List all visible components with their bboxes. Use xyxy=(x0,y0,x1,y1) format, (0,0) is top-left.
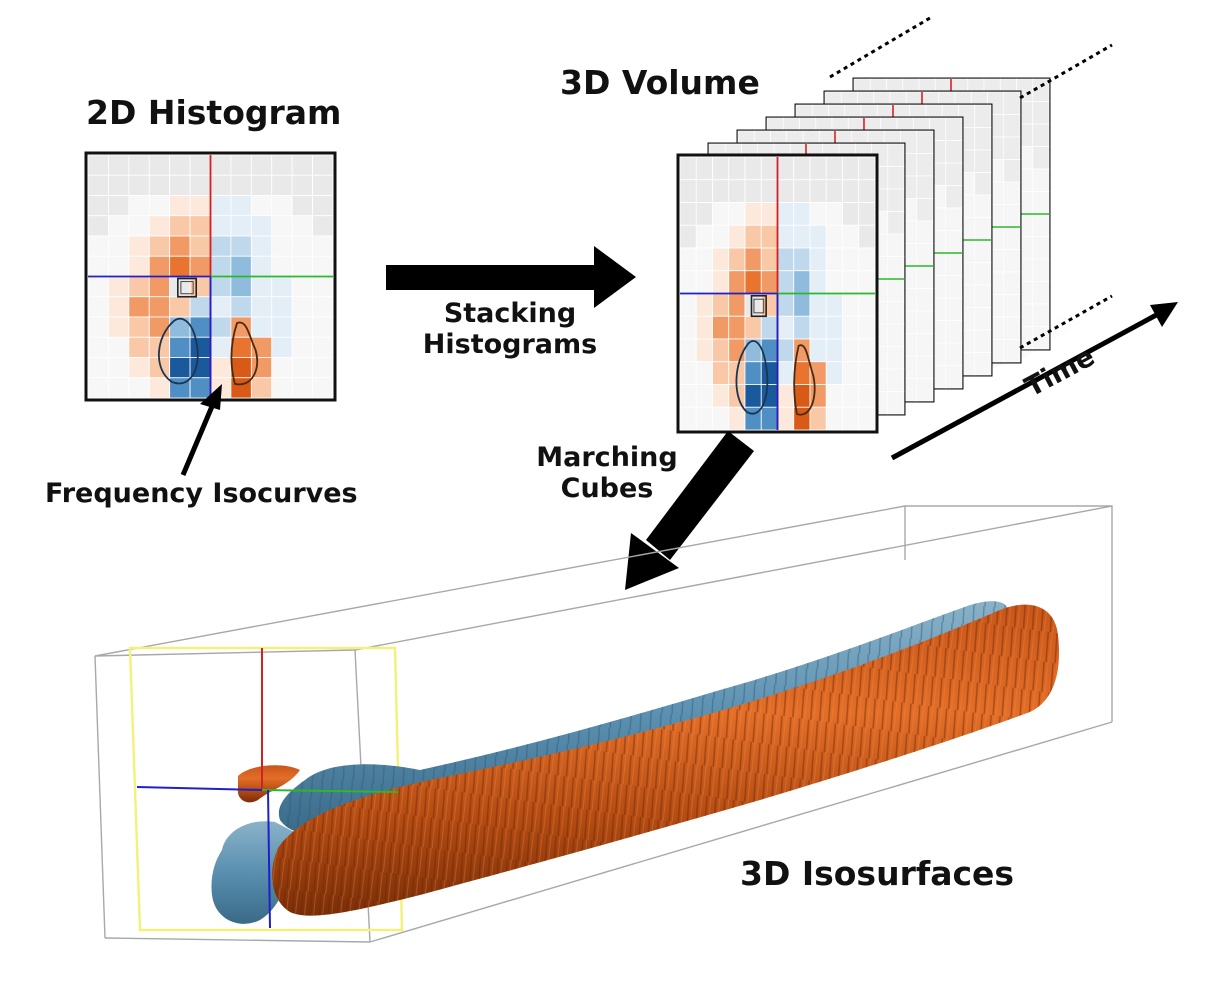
slice-frame xyxy=(128,646,404,932)
volume-3d-stack xyxy=(676,16,1120,434)
marching-cubes-label: Marching Cubes xyxy=(512,442,702,504)
arrow-up-right-icon xyxy=(890,302,1178,461)
axes-3d xyxy=(136,648,399,929)
arrow-down-left-icon xyxy=(625,431,754,590)
isosurfaces-3d-title: 3D Isosurfaces xyxy=(740,854,1015,893)
stacking-label: Stacking Histograms xyxy=(410,298,610,360)
arrow-up-icon xyxy=(180,384,222,476)
arrow-right-icon xyxy=(386,246,636,308)
isosurface-3d-view xyxy=(94,505,1113,943)
histogram-2d-title: 2D Histogram xyxy=(86,93,342,132)
bounding-box xyxy=(94,505,1113,943)
volume-front-slice xyxy=(676,153,879,434)
frequency-isocurves-label: Frequency Isocurves xyxy=(45,478,358,509)
marching-label-line2: Cubes xyxy=(560,473,654,505)
stacking-label-line1: Stacking xyxy=(443,298,577,329)
volume-3d-title: 3D Volume xyxy=(560,63,760,102)
stacking-label-line2: Histograms xyxy=(422,329,598,361)
histogram-2d-panel xyxy=(84,151,337,402)
marching-label-line1: Marching xyxy=(536,442,678,473)
